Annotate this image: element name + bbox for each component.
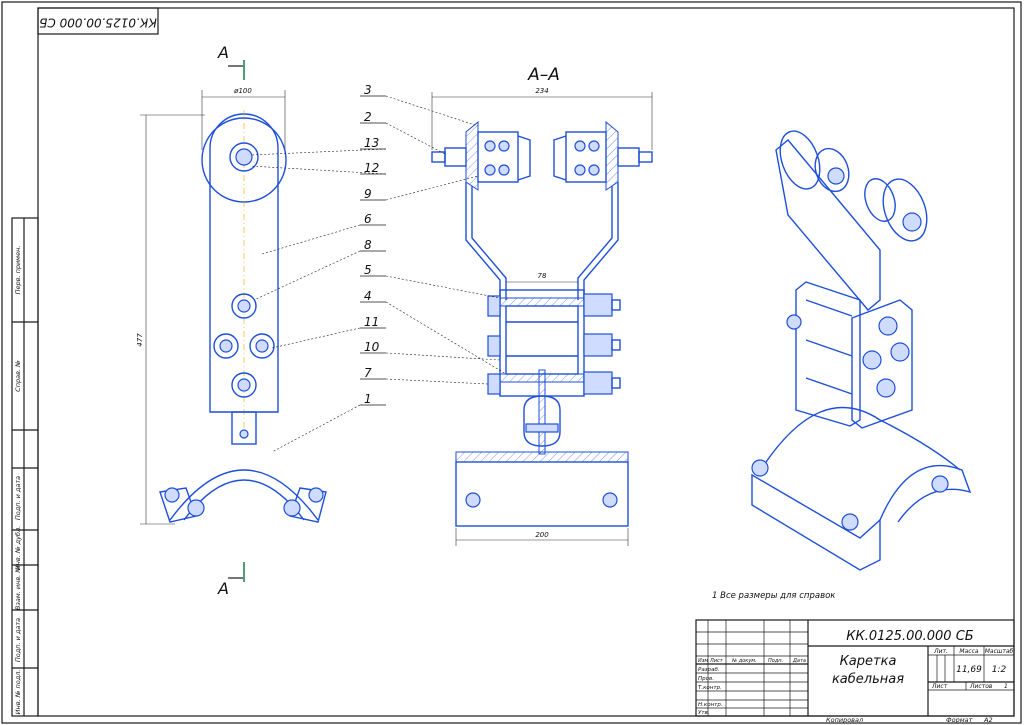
stamp-text-5: Подп. и дата xyxy=(14,618,22,662)
section-mark-top: А xyxy=(217,43,229,62)
stamp-text-1: Справ. № xyxy=(14,360,22,392)
sheet-label: Лист xyxy=(931,683,948,690)
rev-h-3: Подп. xyxy=(768,658,783,664)
callout-9: 9 xyxy=(364,187,372,201)
format-value: А2 xyxy=(983,716,993,724)
front-view: А А ø100 477 xyxy=(136,43,327,598)
callout-5: 5 xyxy=(364,263,372,277)
dim-span-top: 234 xyxy=(535,87,548,95)
callout-6: 6 xyxy=(364,212,372,226)
role-0: Разраб. xyxy=(698,667,720,673)
rev-h-1: Лист xyxy=(709,658,724,664)
mass-value: 11,69 xyxy=(956,665,982,675)
role-1: Пров. xyxy=(698,676,714,682)
format-label: Формат xyxy=(946,716,973,724)
drawing-note: 1 Все размеры для справок xyxy=(712,591,836,601)
col-mass: Масса xyxy=(959,648,978,655)
dim-width-top: ø100 xyxy=(233,87,252,95)
stamp-text-2: Подп. и дата xyxy=(14,476,22,520)
callout-1: 1 xyxy=(364,392,372,406)
dim-height: 477 xyxy=(136,333,144,347)
callout-8: 8 xyxy=(364,238,372,252)
rev-h-2: № докум. xyxy=(731,658,757,664)
callout-4: 4 xyxy=(364,289,372,303)
rotated-code-text: КК.0125.00.000 СБ xyxy=(39,16,157,30)
scale-value: 1:2 xyxy=(992,665,1007,675)
section-mark-bottom: А xyxy=(217,579,229,598)
stamp-text-4: Взам. инв. № xyxy=(14,566,22,610)
title-code: КК.0125.00.000 СБ xyxy=(846,629,974,644)
role-2: Т.контр. xyxy=(698,685,722,691)
callout-3: 3 xyxy=(364,83,372,97)
stamp-text-3: Инв. № дубл. xyxy=(14,526,22,570)
callout-7: 7 xyxy=(364,366,372,380)
role-5: Утв. xyxy=(698,710,710,716)
col-lit: Лит. xyxy=(933,648,948,655)
callout-2: 2 xyxy=(364,110,372,124)
rev-h-4: Дата xyxy=(792,658,806,664)
title-block: Изм Лист № докум. Подп. Дата Разраб. Про… xyxy=(695,619,1015,717)
callout-12: 12 xyxy=(364,161,379,175)
dim-inner: 78 xyxy=(538,272,547,280)
callout-13: 13 xyxy=(364,136,379,150)
rotated-code-box: КК.0125.00.000 СБ xyxy=(37,7,159,35)
title-name-1: Каретка xyxy=(840,654,897,669)
stamp-text-0: Перв. примен. xyxy=(14,246,22,295)
dim-base: 200 xyxy=(535,531,549,539)
sheets-label: Листов xyxy=(969,683,993,690)
callout-10: 10 xyxy=(364,340,380,354)
col-scale: Масштаб xyxy=(985,648,1014,655)
sheets-value: 1 xyxy=(1004,683,1008,690)
stamp-text-6: Инв. № подл. xyxy=(14,670,22,715)
callout-11: 11 xyxy=(364,315,379,329)
callouts: 3 2 13 12 9 6 8 5 4 11 10 7 1 xyxy=(249,83,507,453)
isometric-view xyxy=(751,130,972,571)
section-view: А–А 234 78 xyxy=(249,65,653,546)
role-4: Н.контр. xyxy=(698,702,723,708)
copied-label: Копировал xyxy=(826,716,863,724)
rev-h-0: Изм xyxy=(698,658,708,664)
section-title: А–А xyxy=(527,65,560,85)
left-stamp-column: Перв. примен. Справ. № Подп. и дата Инв.… xyxy=(11,217,39,717)
title-name-2: кабельная xyxy=(832,672,904,687)
